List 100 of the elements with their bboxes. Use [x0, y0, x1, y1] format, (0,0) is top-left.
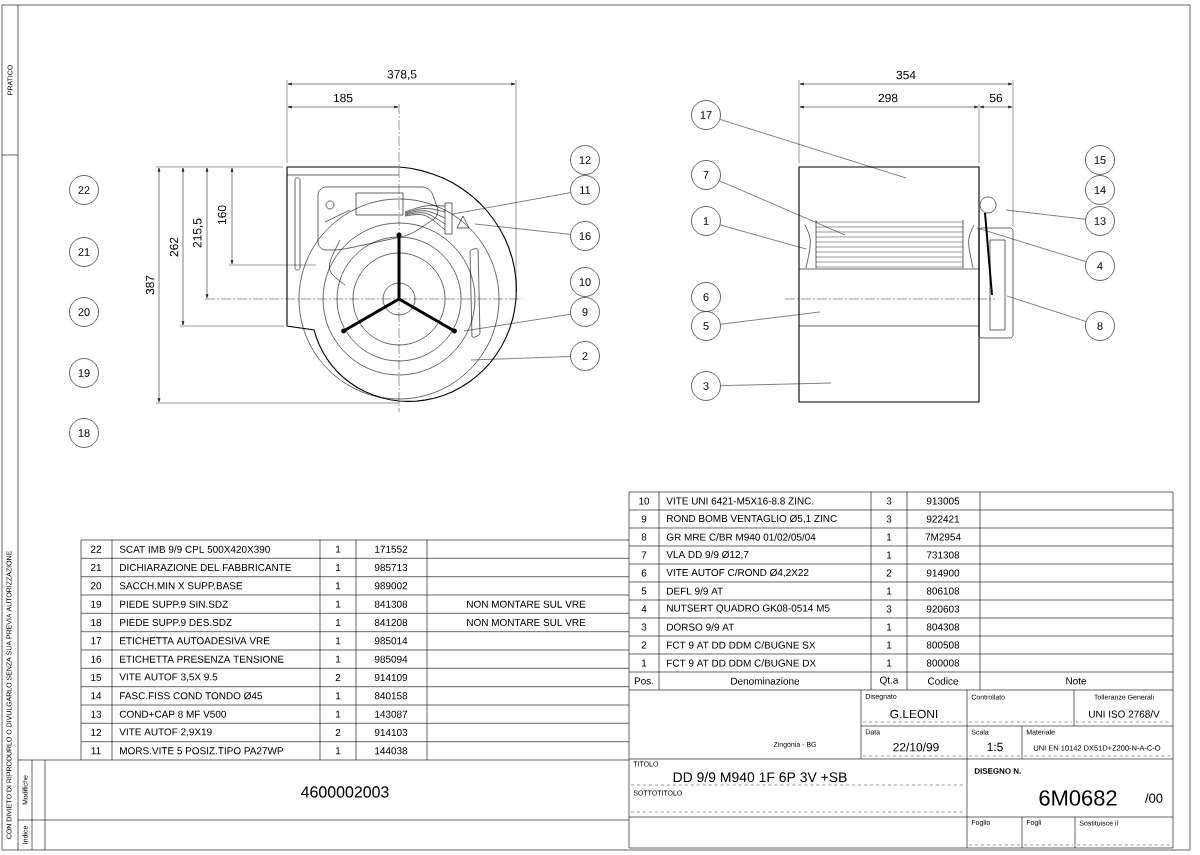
part-name: VITE AUTOF C/ROND Ø4,2X22 — [666, 568, 809, 578]
part-number: 17 — [91, 637, 102, 645]
quantity: 3 — [886, 515, 892, 523]
field-value: 22/10/99 — [893, 742, 939, 752]
part-name: ETICHETTA PRESENZA TENSIONE — [120, 655, 284, 663]
part-number: 4 — [641, 605, 647, 613]
leader-line — [720, 311, 821, 325]
drawing-title: DD 9/9 M940 1F 6P 3V +SB — [673, 771, 847, 783]
part-number: 18 — [91, 618, 102, 626]
part-name: ROND BOMB VENTAGLIO Ø5,1 ZINC — [667, 514, 837, 524]
part-name: SCAT IMB 9/9 CPL 500X420X390 — [119, 545, 270, 553]
part-name: SACCH.MIN X SUPP.BASE — [119, 582, 243, 590]
column-header: Pos. — [634, 677, 654, 685]
part-code: 7M2954 — [925, 533, 961, 541]
dimension-value: 378,5 — [387, 70, 417, 80]
part-name: DEFL 9/9 AT — [667, 587, 723, 595]
dimension-value: 354 — [896, 70, 916, 80]
part-number: 10 — [639, 497, 650, 505]
drawing-number: 6M0682 — [1039, 790, 1117, 806]
quantity: 2 — [335, 729, 341, 736]
part-number: 19 — [91, 600, 102, 608]
dimension-value: 262 — [169, 237, 179, 257]
quantity: 1 — [336, 619, 341, 626]
part-name: VITE UNI 6421-M5X16-8.8 ZINC. — [666, 497, 814, 505]
part-number: 12 — [91, 729, 102, 736]
field-value: 1:5 — [987, 742, 1003, 752]
dimension-value: 160 — [217, 205, 227, 225]
part-name: VITE AUTOF 3,5X 9.5 — [119, 673, 218, 682]
column-header: Qt.a — [880, 676, 899, 686]
part-code: 731308 — [926, 551, 960, 559]
dimension-value: 185 — [333, 93, 353, 103]
part-code: 841208 — [374, 618, 408, 626]
part-code: 913005 — [926, 497, 960, 505]
part-code: 841308 — [374, 600, 408, 608]
part-code: 985014 — [374, 637, 408, 645]
part-name: MORS.VITE 5 POSIZ.TIPO PA27WP — [120, 747, 284, 755]
part-name: ETICHETTA AUTOADESIVA VRE — [120, 637, 270, 645]
leader-line — [719, 180, 846, 236]
note-text: NON MONTARE SUL VRE — [467, 618, 586, 626]
leader-line — [470, 356, 571, 361]
quantity: 1 — [887, 587, 892, 595]
part-name: FCT 9 AT DD DDM C/BUGNE DX — [667, 659, 816, 667]
part-code: 914900 — [926, 569, 960, 577]
quantity: 1 — [336, 710, 341, 718]
part-number: 21 — [90, 564, 102, 571]
part-number: 1 — [642, 659, 647, 667]
part-number: 14 — [91, 692, 102, 700]
quantity: 1 — [336, 655, 341, 663]
part-number: 5 — [641, 587, 647, 595]
quantity: 3 — [886, 497, 892, 505]
dimension-value: 387 — [145, 275, 155, 295]
leader-line — [463, 314, 571, 332]
column-header: Denominazione — [731, 677, 800, 685]
part-number: 16 — [91, 655, 102, 663]
part-number: 6 — [641, 569, 647, 577]
quantity: 1 — [336, 545, 341, 553]
leader-line — [720, 224, 807, 250]
part-name: GR MRE C/BR M940 01/02/05/04 — [666, 533, 816, 541]
part-code: 985713 — [374, 563, 408, 571]
part-number: 15 — [91, 674, 102, 681]
part-name: COND+CAP 8 MF V500 — [119, 710, 227, 718]
part-name: DICHIARAZIONE DEL FABBRICANTE — [120, 563, 292, 571]
leader-line — [720, 382, 832, 386]
leader-line — [719, 119, 907, 179]
part-code: 143087 — [375, 710, 408, 718]
quantity: 2 — [886, 569, 892, 577]
leader-line — [1005, 209, 1086, 220]
column-header: Note — [1066, 677, 1087, 685]
part-code: 985094 — [374, 655, 408, 663]
part-name: PIEDE SUPP.9 SIN.SDZ — [120, 600, 228, 608]
quantity: 1 — [887, 533, 892, 541]
part-code: 800008 — [926, 659, 960, 667]
field-value: G.LEONI — [890, 709, 938, 719]
part-code: 144038 — [375, 747, 408, 755]
quantity: 3 — [886, 605, 892, 613]
part-number: 13 — [91, 710, 102, 718]
part-number: 20 — [90, 582, 102, 590]
part-code: 914103 — [374, 728, 408, 736]
field-value: UNI ISO 2768/V — [1089, 710, 1160, 718]
part-code: 920603 — [926, 605, 960, 613]
part-code: 922421 — [926, 515, 960, 523]
dimension-value: 298 — [878, 93, 898, 103]
quantity: 1 — [887, 659, 892, 667]
dimension-value: 215,5 — [193, 218, 203, 248]
part-code: 840158 — [374, 692, 408, 700]
quantity: 1 — [336, 637, 341, 645]
quantity: 1 — [887, 623, 892, 631]
part-name: VITE AUTOF 2,9X19 — [119, 728, 212, 737]
part-code: 171552 — [375, 545, 408, 553]
leader-line — [1006, 295, 1087, 322]
revision-number: /00 — [1145, 793, 1163, 803]
part-name: PIEDE SUPP.9 DES.SDZ — [120, 618, 232, 626]
part-code: 800508 — [926, 641, 960, 649]
part-name: DORSO 9/9 AT — [667, 623, 734, 631]
quantity: 1 — [336, 692, 341, 700]
leader-line — [474, 223, 571, 235]
quantity: 1 — [336, 600, 341, 608]
note-text: NON MONTARE SUL VRE — [467, 600, 586, 608]
part-number: 11 — [91, 747, 101, 755]
part-code: 914109 — [374, 673, 408, 681]
